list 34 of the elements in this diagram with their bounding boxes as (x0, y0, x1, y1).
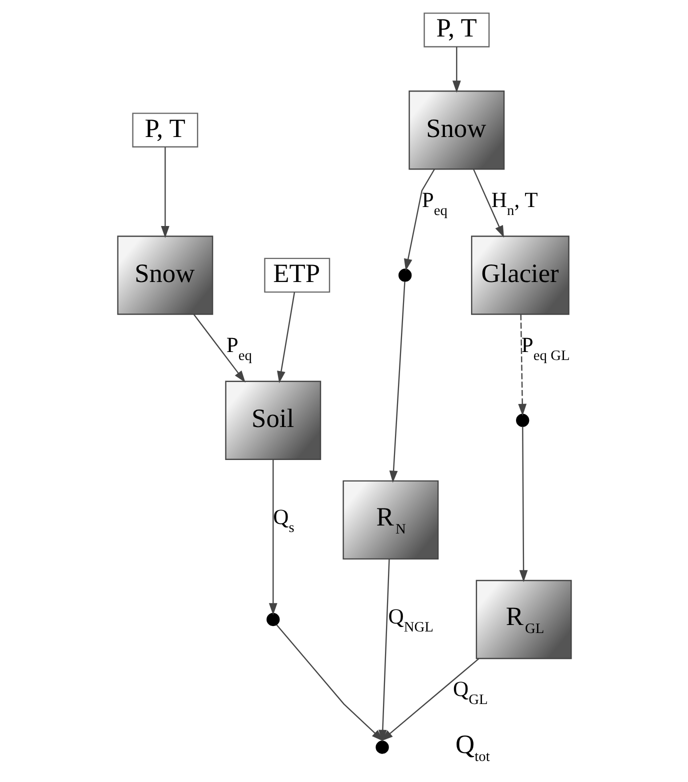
arrow (160, 147, 169, 238)
arrow (378, 559, 390, 742)
edge-label: Q$_{s}$ (272, 505, 294, 536)
arrow (452, 46, 460, 93)
edge-label: Q$_{GL}$ (452, 677, 488, 708)
arrow (472, 168, 504, 238)
node-circle (516, 414, 529, 427)
node-box: Snow (116, 236, 213, 315)
edge-label: P$_{eq GL}$ (520, 332, 570, 364)
node-box: P, T (132, 112, 198, 148)
arrow (518, 314, 526, 416)
edge-label: H$_{n}$, T (490, 188, 538, 219)
node-box: Snow (408, 90, 504, 170)
arrow (380, 658, 479, 742)
edge-label: P$_{eq}$ (421, 188, 447, 219)
node-box: R$_{GL}$ (475, 580, 572, 660)
node-box: R$_{N}$ (342, 480, 438, 560)
node-box: ETP (264, 258, 330, 293)
arrow (268, 460, 277, 616)
edge-label: P$_{eq}$ (226, 332, 252, 364)
node-circle (398, 268, 412, 282)
edge-label: Q$_{NGL}$ (388, 604, 433, 636)
arrow (276, 292, 295, 384)
arrow (518, 426, 528, 582)
node-box: Soil (224, 380, 321, 460)
arrow (388, 281, 405, 483)
arrow (276, 624, 384, 742)
node-label: Q$_{tot}$ (454, 728, 490, 765)
node-box: P, T (423, 12, 490, 48)
node-circle (266, 612, 280, 626)
node-box: Glacier (470, 236, 569, 315)
node-circle (375, 740, 388, 754)
arrow (403, 168, 434, 271)
arrow (192, 314, 245, 383)
